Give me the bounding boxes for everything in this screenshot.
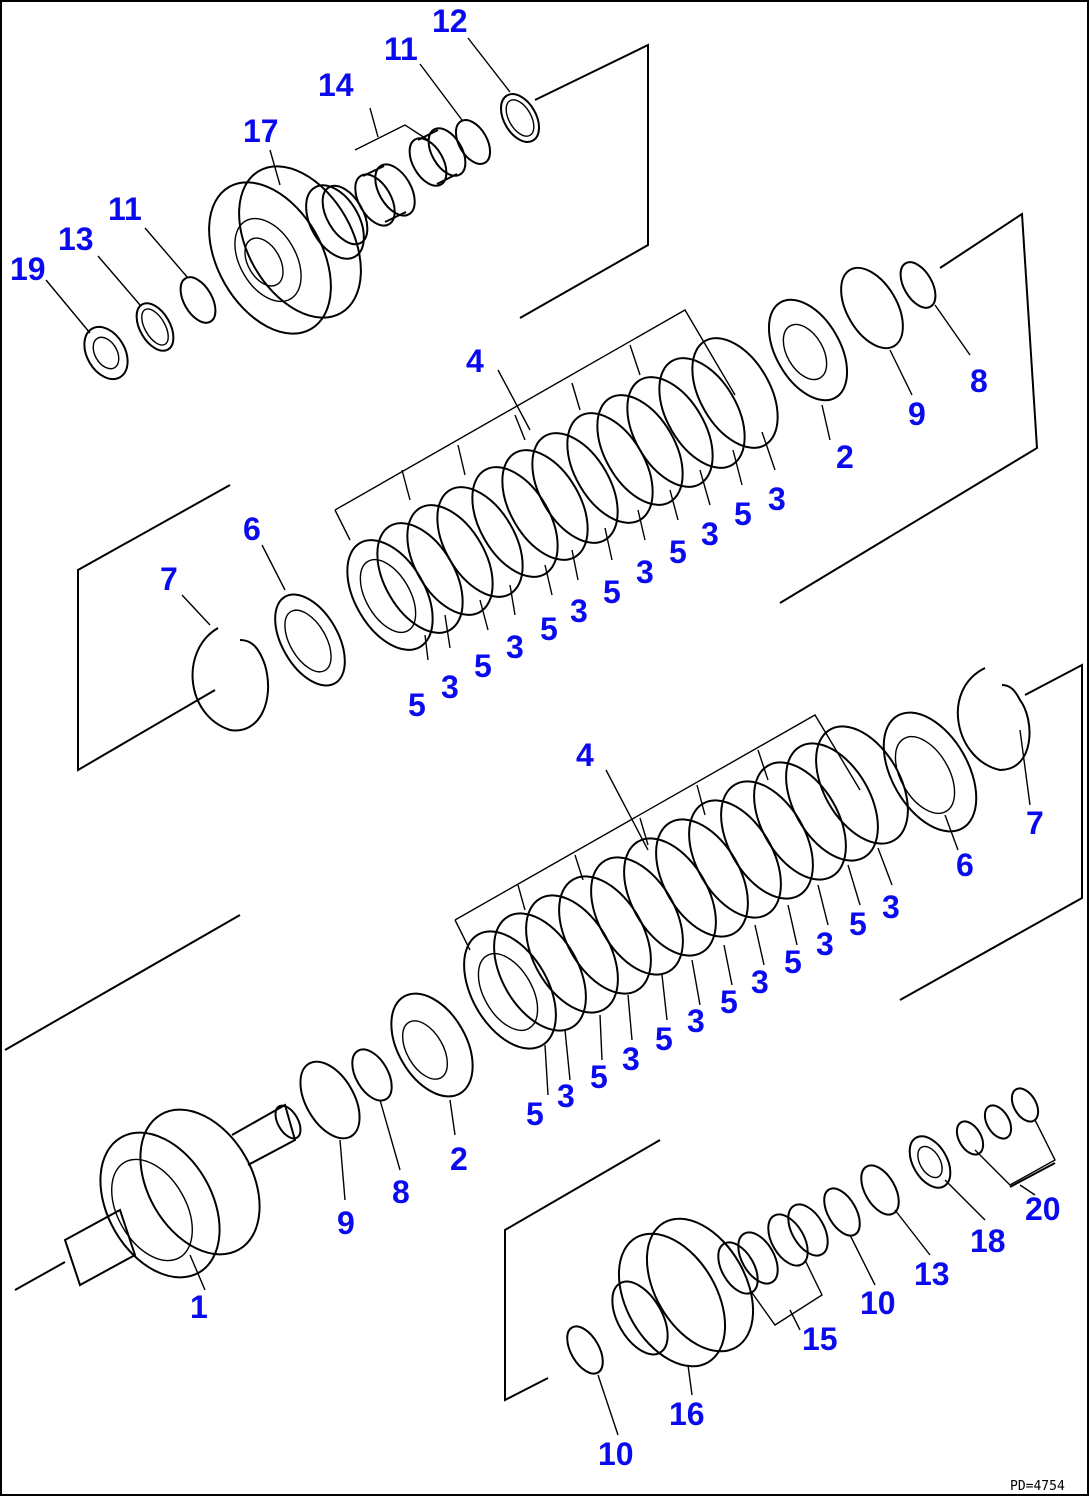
callout-3: 3 <box>687 1003 705 1039</box>
upper-pack-leaders <box>181 304 971 661</box>
callout-2: 2 <box>450 1141 468 1177</box>
callout-19: 19 <box>10 251 46 287</box>
callout-5: 5 <box>540 611 558 647</box>
callout-15: 15 <box>802 1321 838 1357</box>
callout-20: 20 <box>1025 1191 1061 1227</box>
callout-3: 3 <box>751 964 769 1000</box>
callout-9: 9 <box>337 1205 355 1241</box>
lower-pack-parts <box>299 667 1031 1140</box>
callout-3: 3 <box>882 889 900 925</box>
lower-pack-frame <box>4 663 1083 1051</box>
callout-5: 5 <box>734 496 752 532</box>
callout-14: 14 <box>318 67 354 103</box>
callout-5: 5 <box>590 1059 608 1095</box>
callout-4: 4 <box>466 343 484 379</box>
top-group-frame <box>519 43 649 319</box>
callout-3: 3 <box>441 669 459 705</box>
callout-5: 5 <box>669 534 687 570</box>
callout-5: 5 <box>603 574 621 610</box>
callout-9: 9 <box>908 396 926 432</box>
callout-3: 3 <box>816 926 834 962</box>
bottom-group-frame <box>504 1139 1056 1402</box>
callout-3: 3 <box>506 629 524 665</box>
callout-4: 4 <box>576 737 594 773</box>
top-group-leaders <box>45 37 511 334</box>
callout-3: 3 <box>701 516 719 552</box>
callout-7: 7 <box>1026 805 1044 841</box>
callout-5: 5 <box>849 906 867 942</box>
callout-1: 1 <box>190 1289 208 1325</box>
bottom-group-leaders <box>189 1119 1056 1436</box>
callout-3: 3 <box>557 1078 575 1114</box>
callout-13: 13 <box>58 221 94 257</box>
callout-8: 8 <box>392 1174 410 1210</box>
callout-5: 5 <box>784 944 802 980</box>
callout-3: 3 <box>636 554 654 590</box>
callout-3: 3 <box>768 481 786 517</box>
callout-labels: 12 11 14 17 11 13 19 4 2 9 8 6 7 3 5 3 5… <box>10 3 1061 1472</box>
callout-7: 7 <box>160 561 178 597</box>
callout-3: 3 <box>570 593 588 629</box>
callout-16: 16 <box>669 1396 705 1432</box>
callout-5: 5 <box>526 1096 544 1132</box>
callout-5: 5 <box>474 648 492 684</box>
callout-11: 11 <box>384 31 418 67</box>
top-group-parts <box>83 93 540 381</box>
callout-13: 13 <box>914 1256 950 1292</box>
callout-5: 5 <box>655 1021 673 1057</box>
lower-pack-leaders <box>339 714 1031 1201</box>
callout-6: 6 <box>956 847 974 883</box>
callout-17: 17 <box>243 113 279 149</box>
callout-5: 5 <box>408 687 426 723</box>
callout-10: 10 <box>860 1285 896 1321</box>
upper-pack-frame <box>77 212 1039 772</box>
callout-6: 6 <box>243 511 261 547</box>
callout-12: 12 <box>432 3 468 39</box>
callout-2: 2 <box>836 439 854 475</box>
drawing-code: PD=4754 <box>1010 1479 1065 1494</box>
callout-5: 5 <box>720 984 738 1020</box>
bottom-group-parts <box>14 1087 1040 1375</box>
callout-10: 10 <box>598 1436 634 1472</box>
callout-18: 18 <box>970 1223 1006 1259</box>
callout-8: 8 <box>970 363 988 399</box>
callout-11: 11 <box>108 191 142 227</box>
callout-3: 3 <box>622 1041 640 1077</box>
upper-pack-parts <box>191 261 937 732</box>
